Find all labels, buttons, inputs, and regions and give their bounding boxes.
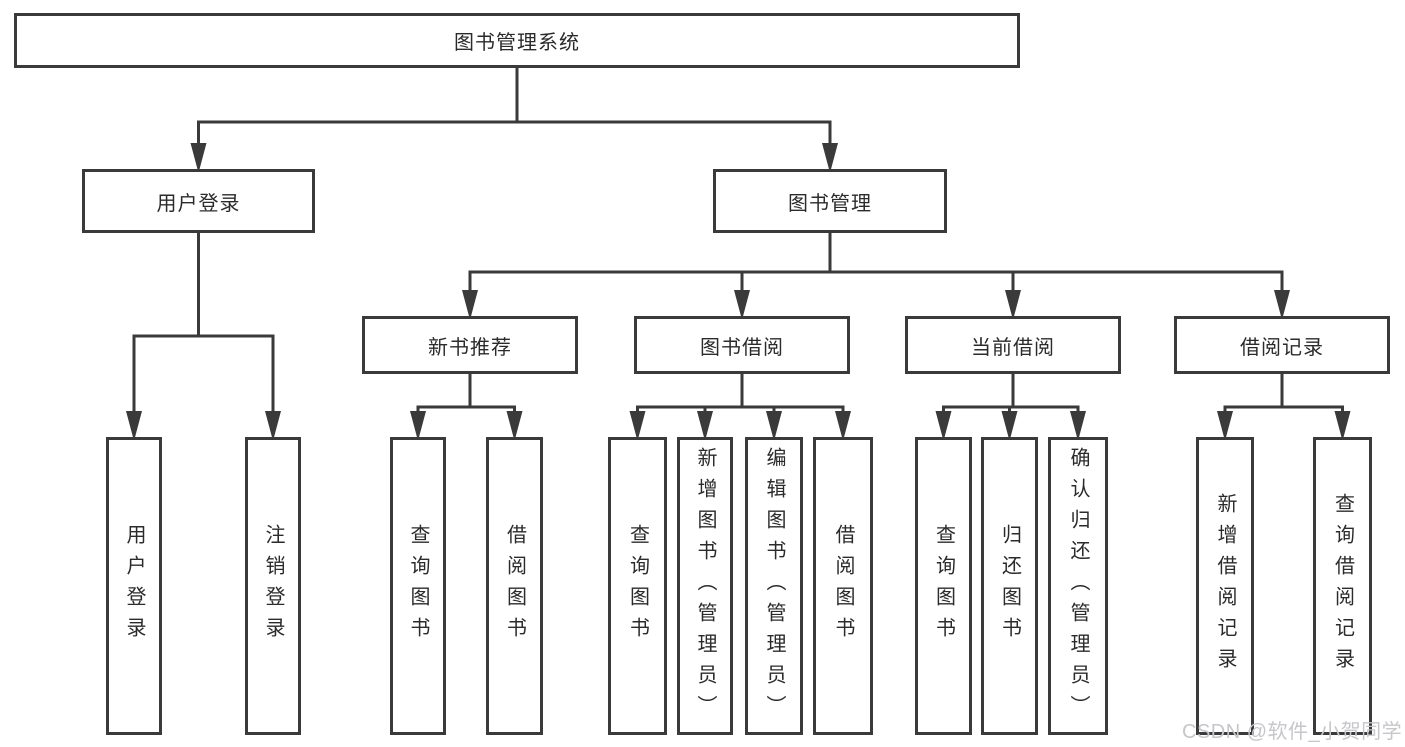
node-book-borrow: 图书借阅 (634, 316, 850, 374)
arrowhead-icon (1001, 411, 1018, 441)
node-label: 编辑图书（管理员） (763, 446, 785, 726)
node-leaf-cb-query: 查询图书 (915, 437, 972, 735)
node-label: 新增图书（管理员） (694, 446, 716, 726)
arrowhead-icon (265, 411, 281, 441)
node-label: 归还图书 (998, 524, 1021, 648)
arrowhead-icon (410, 411, 426, 441)
node-leaf-cb-confirm: 确认归还（管理员） (1048, 437, 1108, 735)
node-label: 新增借阅记录 (1214, 493, 1236, 679)
node-leaf-logout: 注销登录 (245, 437, 301, 735)
node-label: 图书管理 (788, 192, 872, 215)
csdn-watermark: CSDN @软件_小贺同学 (1182, 721, 1403, 743)
arrowhead-icon (1005, 290, 1021, 320)
arrowhead-icon (935, 411, 952, 441)
node-leaf-user-login: 用户登录 (106, 437, 162, 735)
node-label: 用户登录 (156, 192, 241, 215)
arrowhead-icon (126, 411, 142, 441)
node-label: 查询图书 (626, 524, 649, 648)
arrowhead-icon (1274, 290, 1290, 320)
arrowhead-icon (766, 411, 782, 441)
node-borrow-records: 借阅记录 (1174, 316, 1390, 374)
node-leaf-bb-borrow: 借阅图书 (813, 437, 873, 735)
node-new-book-rec: 新书推荐 (362, 316, 578, 374)
node-root: 图书管理系统 (14, 13, 1020, 68)
node-leaf-bb-add: 新增图书（管理员） (677, 437, 733, 735)
arrowhead-icon (697, 411, 713, 441)
node-label: 借阅图书 (503, 524, 526, 648)
node-user-login: 用户登录 (82, 169, 315, 233)
arrowhead-icon (1334, 411, 1351, 441)
node-leaf-br-add: 新增借阅记录 (1196, 437, 1254, 735)
node-label: 用户登录 (123, 524, 145, 648)
node-label: 当前借阅 (971, 336, 1055, 359)
arrowhead-icon (822, 143, 838, 173)
node-label: 借阅图书 (832, 524, 854, 648)
arrowhead-icon (835, 411, 851, 441)
arrowhead-icon (190, 143, 207, 173)
arrowhead-icon (1070, 411, 1086, 441)
arrowhead-icon (462, 290, 478, 320)
node-leaf-br-query: 查询借阅记录 (1313, 437, 1372, 735)
node-label: 图书管理系统 (454, 32, 580, 54)
node-label: 图书借阅 (700, 336, 784, 359)
node-leaf-rec-borrow: 借阅图书 (486, 437, 543, 735)
arrowhead-icon (1217, 411, 1233, 441)
arrowhead-icon (629, 411, 646, 441)
arrowhead-icon (506, 411, 523, 441)
node-label: 查询借阅记录 (1331, 493, 1354, 679)
node-leaf-cb-return: 归还图书 (981, 437, 1038, 735)
node-leaf-bb-query: 查询图书 (608, 437, 667, 735)
node-label: 查询图书 (932, 524, 955, 648)
node-label: 借阅记录 (1240, 336, 1324, 359)
node-leaf-rec-query: 查询图书 (390, 437, 446, 735)
node-leaf-bb-edit: 编辑图书（管理员） (745, 437, 803, 735)
node-book-mgmt: 图书管理 (713, 169, 947, 233)
node-label: 注销登录 (262, 524, 284, 648)
node-label: 新书推荐 (428, 336, 512, 359)
node-label: 确认归还（管理员） (1067, 446, 1089, 726)
node-label: 查询图书 (407, 524, 429, 648)
node-current-borrow: 当前借阅 (905, 316, 1121, 374)
arrowhead-icon (734, 290, 750, 320)
